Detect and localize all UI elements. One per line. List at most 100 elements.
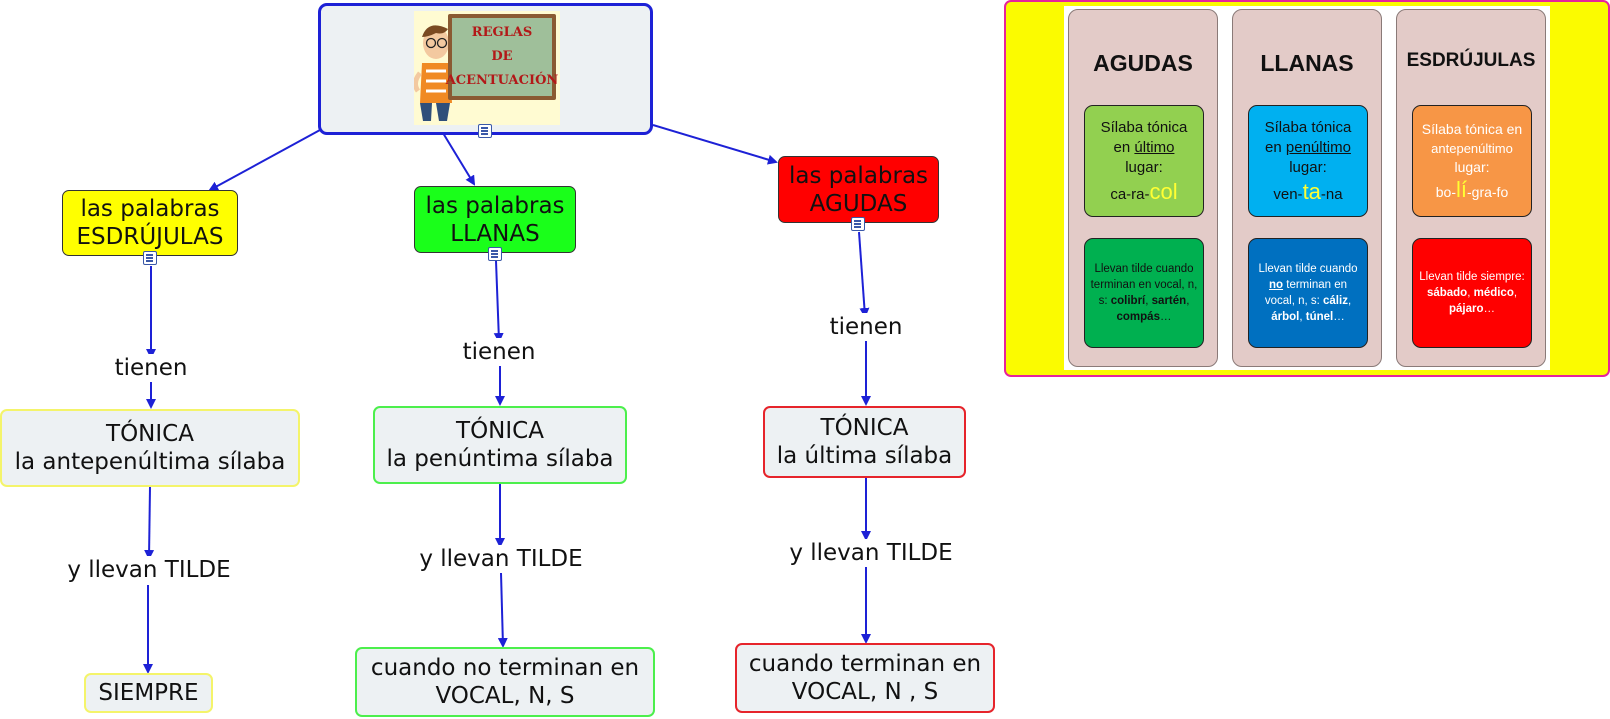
column-esdrujulas: ESDRÚJULAS Sílaba tónica en antepenúltim… bbox=[1396, 9, 1546, 367]
tonica-esdrujulas-text: TÓNICA la antepenúltima sílaba bbox=[14, 421, 286, 475]
tonica-llanas[interactable]: TÓNICA la penúntima sílaba bbox=[373, 406, 627, 484]
link-tilde-agudas: y llevan TILDE bbox=[786, 539, 956, 567]
when-esdrujulas-text: SIEMPRE bbox=[98, 680, 199, 706]
stressed-syllable: lí bbox=[1456, 177, 1467, 202]
accent-rules-panel[interactable]: AGUDAS Sílaba tónica en último lugar: ca… bbox=[1004, 0, 1610, 377]
when-llanas-text: cuando no terminan en VOCAL, N, S bbox=[370, 655, 640, 709]
card-tonica: Sílaba tónica en último lugar: ca-ra-col bbox=[1084, 105, 1204, 217]
example-word: ca-ra-col bbox=[1110, 180, 1177, 205]
node-esdrujulas-text: las palabras ESDRÚJULAS bbox=[76, 196, 224, 250]
example-bold: túnel bbox=[1305, 311, 1334, 323]
when-llanas[interactable]: cuando no terminan en VOCAL, N, S bbox=[355, 647, 655, 717]
example-bold: cáliz bbox=[1323, 295, 1348, 307]
node-llanas[interactable]: las palabras LLANAS bbox=[414, 186, 576, 253]
student-figure-icon bbox=[414, 25, 452, 121]
card-text: Llevan tilde siempre: sábado, médico, pá… bbox=[1417, 269, 1527, 317]
card-line: lugar: bbox=[1125, 158, 1163, 176]
card-keyword: penúltimo bbox=[1285, 138, 1351, 156]
card-line: lugar: bbox=[1454, 159, 1490, 175]
card-tonica: Sílaba tónica en antepenúltimo lugar: bo… bbox=[1412, 105, 1532, 217]
card-text: Sílaba tónica en antepenúltimo lugar: bbox=[1422, 120, 1522, 177]
example-bold: pájaro bbox=[1448, 303, 1484, 315]
card-line: Llevan tilde cuando terminan en vocal, n… bbox=[1090, 263, 1198, 307]
accent-rules-image: AGUDAS Sílaba tónica en último lugar: ca… bbox=[1064, 6, 1550, 370]
stressed-syllable: ta bbox=[1302, 178, 1321, 204]
sep: , bbox=[1467, 287, 1474, 299]
arrow-root-agudas bbox=[652, 124, 778, 165]
arrow-tilde-cuando-no bbox=[497, 572, 508, 648]
when-agudas[interactable]: cuando terminan en VOCAL, N , S bbox=[735, 643, 995, 713]
example-bold: sábado bbox=[1426, 287, 1468, 299]
card-keyword: no bbox=[1269, 279, 1284, 291]
example-bold: compás bbox=[1116, 311, 1160, 323]
card-tilde: Llevan tilde siempre: sábado, médico, pá… bbox=[1412, 238, 1532, 348]
board-line-3: ACENTUACIÓN bbox=[445, 73, 559, 88]
tonica-llanas-text: TÓNICA la penúntima sílaba bbox=[386, 418, 614, 472]
node-llanas-text: las palabras LLANAS bbox=[425, 192, 565, 247]
card-line: Llevan tilde siempre: bbox=[1419, 271, 1525, 283]
ellipsis: … bbox=[1483, 303, 1496, 315]
note-icon[interactable] bbox=[851, 217, 865, 231]
chalkboard: REGLAS DE ACENTUACIÓN bbox=[445, 14, 559, 100]
note-icon[interactable] bbox=[143, 251, 157, 265]
card-line: Sílaba tónica en bbox=[1421, 121, 1523, 137]
link-tienen-llanas: tienen bbox=[459, 338, 539, 366]
arrow-root-esdrujulas bbox=[208, 129, 321, 191]
example-word: bo-lí-gra-fo bbox=[1435, 177, 1509, 202]
sep: , bbox=[1145, 295, 1152, 307]
card-line: en bbox=[1265, 138, 1286, 156]
arrow-root-llanas bbox=[442, 132, 476, 186]
card-text: Sílaba tónica en penúltimo lugar: bbox=[1265, 118, 1352, 178]
column-llanas: LLANAS Sílaba tónica en penúltimo lugar:… bbox=[1232, 9, 1382, 367]
node-esdrujulas[interactable]: las palabras ESDRÚJULAS bbox=[62, 190, 238, 256]
card-line: lugar: bbox=[1289, 158, 1327, 176]
card-line: terminan en vocal, n, s: bbox=[1264, 279, 1347, 307]
card-keyword: último bbox=[1134, 138, 1175, 156]
link-tilde-llanas: y llevan TILDE bbox=[416, 545, 586, 573]
column-title: LLANAS bbox=[1260, 50, 1354, 76]
card-line: antepenúltimo bbox=[1431, 141, 1513, 156]
board-line-1: REGLAS bbox=[471, 25, 533, 40]
column-agudas: AGUDAS Sílaba tónica en último lugar: ca… bbox=[1068, 9, 1218, 367]
card-line: en bbox=[1113, 138, 1135, 156]
arrow-llanas-tienen bbox=[493, 260, 504, 343]
sep: , bbox=[1186, 295, 1190, 307]
when-esdrujulas[interactable]: SIEMPRE bbox=[84, 673, 213, 713]
ellipsis: … bbox=[1159, 311, 1172, 323]
tonica-esdrujulas[interactable]: TÓNICA la antepenúltima sílaba bbox=[0, 409, 300, 487]
syllable: bo- bbox=[1435, 184, 1456, 200]
note-icon[interactable] bbox=[478, 124, 492, 138]
syllable: ven- bbox=[1273, 185, 1303, 203]
example-bold: médico bbox=[1473, 287, 1514, 299]
node-agudas[interactable]: las palabras AGUDAS bbox=[778, 156, 939, 223]
card-tilde: Llevan tilde cuando terminan en vocal, n… bbox=[1084, 238, 1204, 348]
example-bold: árbol bbox=[1271, 311, 1300, 323]
tonica-agudas[interactable]: TÓNICA la última sílaba bbox=[763, 406, 966, 478]
card-text: Llevan tilde cuando terminan en vocal, n… bbox=[1089, 261, 1199, 325]
arrow-agudas-tienen bbox=[858, 231, 870, 318]
card-line: Sílaba tónica bbox=[1100, 118, 1188, 136]
node-agudas-text: las palabras AGUDAS bbox=[788, 162, 929, 217]
when-agudas-text: cuando terminan en VOCAL, N , S bbox=[748, 651, 982, 705]
column-title: ESDRÚJULAS bbox=[1406, 50, 1536, 71]
note-icon[interactable] bbox=[488, 247, 502, 261]
arrow-tonica-tilde-esdrujulas bbox=[144, 486, 155, 560]
card-tilde: Llevan tilde cuando no terminan en vocal… bbox=[1248, 238, 1368, 348]
card-tonica: Sílaba tónica en penúltimo lugar: ven-ta… bbox=[1248, 105, 1368, 217]
root-node[interactable]: REGLAS DE ACENTUACIÓN bbox=[318, 3, 653, 135]
example-bold: sartén bbox=[1151, 295, 1187, 307]
card-text: Llevan tilde cuando no terminan en vocal… bbox=[1253, 261, 1363, 325]
sep: , bbox=[1513, 287, 1518, 299]
syllable: -gra-fo bbox=[1467, 184, 1509, 200]
ellipsis: … bbox=[1333, 311, 1345, 323]
link-tienen-esdrujulas: tienen bbox=[111, 354, 191, 382]
acentuacion-illustration: REGLAS DE ACENTUACIÓN bbox=[414, 11, 560, 125]
column-title: AGUDAS bbox=[1093, 50, 1193, 76]
board-line-2: DE bbox=[491, 49, 513, 64]
example-word: ven-ta-na bbox=[1273, 178, 1343, 205]
card-text: Sílaba tónica en último lugar: bbox=[1101, 118, 1188, 178]
syllable: -na bbox=[1320, 185, 1343, 203]
card-line: Llevan tilde cuando bbox=[1258, 263, 1358, 275]
sep: , bbox=[1347, 295, 1352, 307]
